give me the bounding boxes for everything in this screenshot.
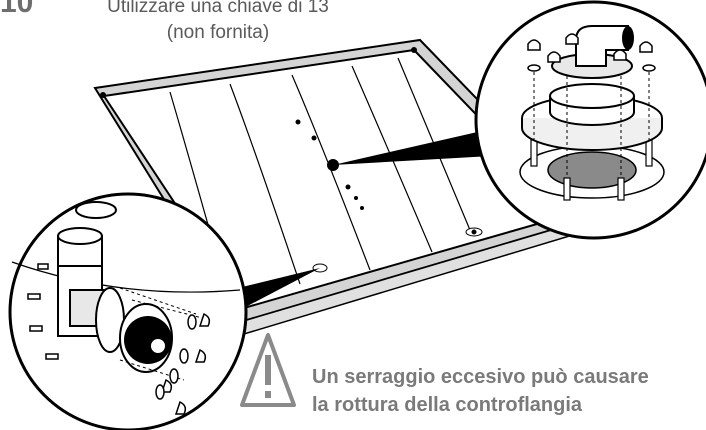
nut-icon xyxy=(527,33,653,63)
warning-line-2: la rottura della controflangia xyxy=(312,394,583,416)
washer-icon xyxy=(527,64,656,72)
corner-bolt-icon xyxy=(411,47,417,53)
warning-line-1: Un serraggio eccesivo può causare xyxy=(312,366,649,388)
corner-bolt-icon xyxy=(100,92,106,98)
detail-pointer-top xyxy=(333,128,510,165)
warning-triangle-icon xyxy=(240,333,296,407)
step-number: 10 xyxy=(0,0,34,19)
nut-icon xyxy=(160,312,211,415)
flange-detail-circle xyxy=(474,0,706,240)
instruction-caption: Utilizzare una chiave di 13 (non fornita… xyxy=(88,0,348,46)
detail-pointer-left xyxy=(230,268,320,312)
warning-message: Un serraggio eccesivo può causare la rot… xyxy=(312,363,649,419)
caption-line-2: (non fornita) xyxy=(166,22,270,43)
valve-detail-circle xyxy=(8,192,248,430)
caption-line-1: Utilizzare una chiave di 13 xyxy=(107,0,329,17)
washer-icon xyxy=(155,314,197,400)
